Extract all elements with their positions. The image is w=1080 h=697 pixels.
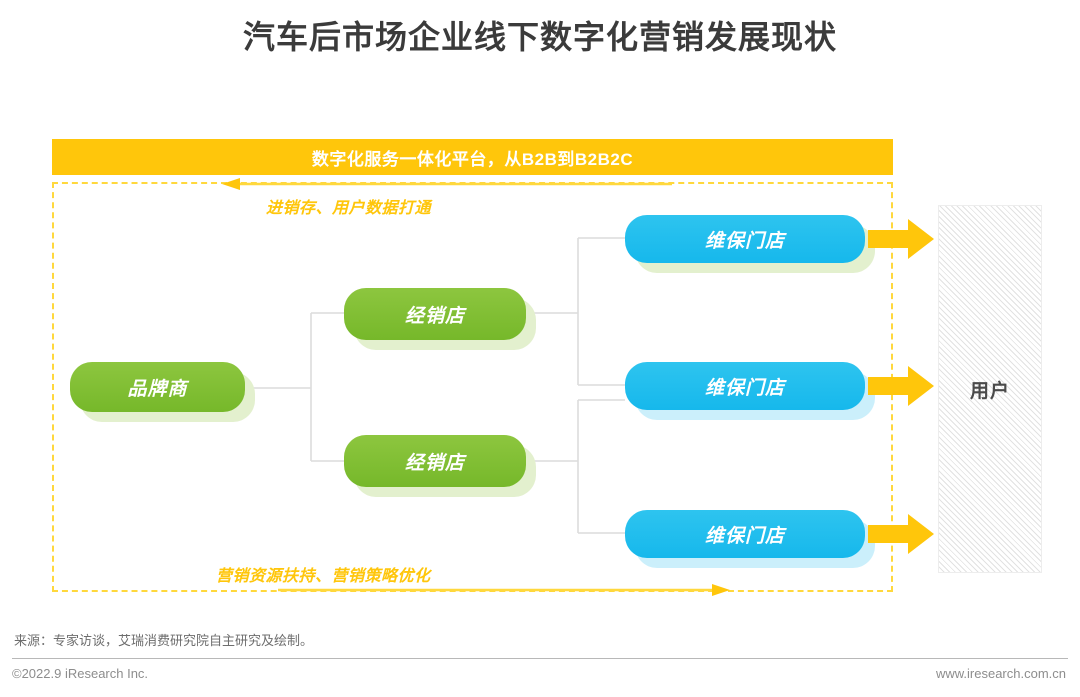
arrow-to-user-2-icon [868, 366, 934, 406]
page-title: 汽车后市场企业线下数字化营销发展现状 [242, 19, 837, 55]
source-note: 来源：专家访谈，艾瑞消费研究院自主研究及绘制。 [14, 633, 314, 648]
arrow-to-user-3-icon [868, 514, 934, 554]
node-shop-2[interactable]: 维保门店 [625, 362, 865, 410]
bottom-flow-arrow-right-icon [278, 584, 730, 596]
top-flow-caption: 进销存、用户数据打通 [266, 200, 432, 217]
bottom-flow-caption: 营销资源扶持、营销策略优化 [216, 568, 431, 585]
footer-copyright: ©2022.9 iResearch Inc. [12, 666, 149, 681]
node-shop-3[interactable]: 维保门店 [625, 510, 865, 558]
node-dealer-2-label: 经销店 [404, 452, 465, 474]
node-shop-1[interactable]: 维保门店 [625, 215, 865, 263]
footer-divider [12, 658, 1068, 659]
node-dealer-1-label: 经销店 [404, 305, 465, 327]
node-dealer-2[interactable]: 经销店 [344, 435, 526, 487]
node-dealer-1[interactable]: 经销店 [344, 288, 526, 340]
node-shop-3-label: 维保门店 [704, 525, 785, 547]
footer-website: www.iresearch.com.cn [935, 666, 1066, 681]
node-brand-label: 品牌商 [127, 378, 188, 400]
arrow-to-user-1-icon [868, 219, 934, 259]
node-user-panel[interactable]: 用户 [938, 205, 1042, 573]
node-shop-2-label: 维保门店 [704, 377, 785, 399]
node-user-label: 用户 [969, 380, 1010, 402]
node-brand[interactable]: 品牌商 [70, 362, 245, 412]
platform-banner: 数字化服务一体化平台，从B2B到B2B2C [52, 139, 893, 175]
platform-banner-label: 数字化服务一体化平台，从B2B到B2B2C [311, 149, 634, 169]
top-flow-arrow-left-icon [222, 178, 672, 190]
node-shop-1-label: 维保门店 [704, 230, 785, 252]
diagram-canvas: 数字化服务一体化平台，从B2B到B2B2C 进销存、用户数据打通 营销资源扶持、… [52, 139, 1042, 596]
